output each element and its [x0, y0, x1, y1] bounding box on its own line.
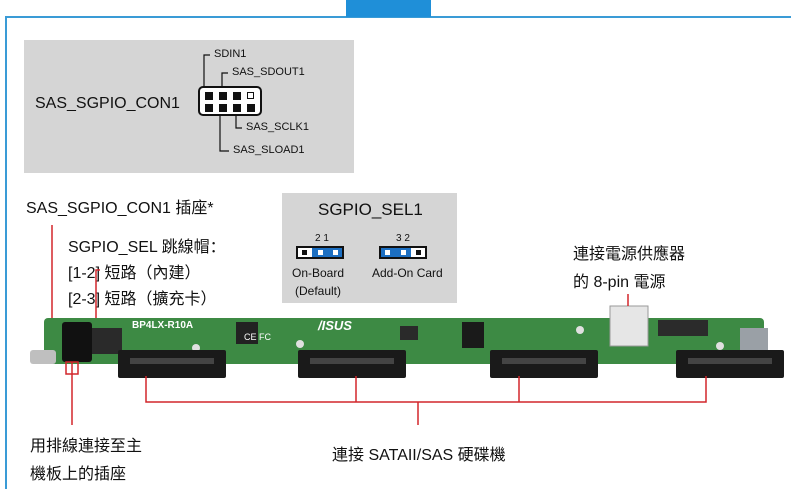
pin — [219, 104, 227, 112]
label-power-line1: 連接電源供應器 — [573, 246, 686, 263]
pin — [247, 104, 255, 112]
label-jumper-title: SGPIO_SEL 跳線帽： — [68, 239, 226, 256]
pin — [233, 104, 241, 112]
connector-pinout-box: SDIN1 SAS_SDOUT1 SAS_SCLK1 SAS_SLOAD1 SA… — [24, 40, 354, 173]
board-logo: /ISUS — [318, 318, 352, 333]
addon-jumper — [379, 246, 427, 259]
label-connector-socket: SAS_SGPIO_CON1 插座* — [26, 200, 214, 217]
sgpio-header-component — [62, 322, 92, 362]
onboard-default-label: (Default) — [295, 284, 342, 298]
label-sata-drives: 連接 SATAII/SAS 硬碟機 — [332, 447, 506, 464]
board-ce-mark: CE FC — [244, 332, 271, 342]
pin-label-sclk1: SAS_SCLK1 — [246, 121, 309, 133]
label-power-line2: 的 8-pin 電源 — [573, 274, 666, 291]
page-frame — [5, 16, 791, 489]
pin-label-sdin1: SDIN1 — [214, 48, 247, 60]
sgpio-sel-title: SGPIO_SEL1 — [318, 200, 423, 219]
pin — [247, 92, 254, 99]
pin — [233, 92, 241, 100]
pin-label-sload1: SAS_SLOAD1 — [233, 144, 305, 156]
pin-label-sdout1: SAS_SDOUT1 — [232, 66, 305, 78]
pin — [205, 92, 213, 100]
onboard-label: On-Board — [292, 266, 345, 280]
onboard-pin-numbers: 2 1 — [315, 233, 329, 244]
leader-jumper — [95, 269, 100, 318]
chip-component — [658, 320, 708, 336]
pin — [219, 92, 227, 100]
mount-bracket-left — [30, 350, 56, 364]
label-setting-onboard: [1-2] 短路（內建） — [68, 265, 201, 282]
chip-component — [236, 322, 258, 344]
chip-component — [400, 326, 418, 340]
label-cable-line1: 用排線連接至主 — [30, 438, 143, 455]
addon-pin-numbers: 3 2 — [396, 233, 410, 244]
connector-pin-header — [198, 86, 262, 116]
addon-label: Add-On Card — [372, 266, 443, 280]
power-connector — [609, 305, 649, 347]
onboard-jumper — [296, 246, 344, 259]
header-block — [92, 328, 122, 354]
pin — [205, 104, 213, 112]
board-silk-model: BP4LX-R10A — [132, 320, 194, 331]
leader-sata-bus — [145, 376, 707, 403]
pinout-leader-lines — [203, 54, 242, 152]
chip-component — [462, 322, 484, 348]
label-cable-line2: 機板上的插座 — [30, 466, 127, 483]
header-tab — [346, 0, 431, 17]
label-setting-addon: [2-3] 短路（擴充卡） — [68, 291, 217, 308]
sgpio-sel-box: SGPIO_SEL1 2 1 3 2 On-Board (Default) Ad… — [282, 193, 457, 303]
connector-name: SAS_SGPIO_CON1 — [35, 95, 180, 112]
